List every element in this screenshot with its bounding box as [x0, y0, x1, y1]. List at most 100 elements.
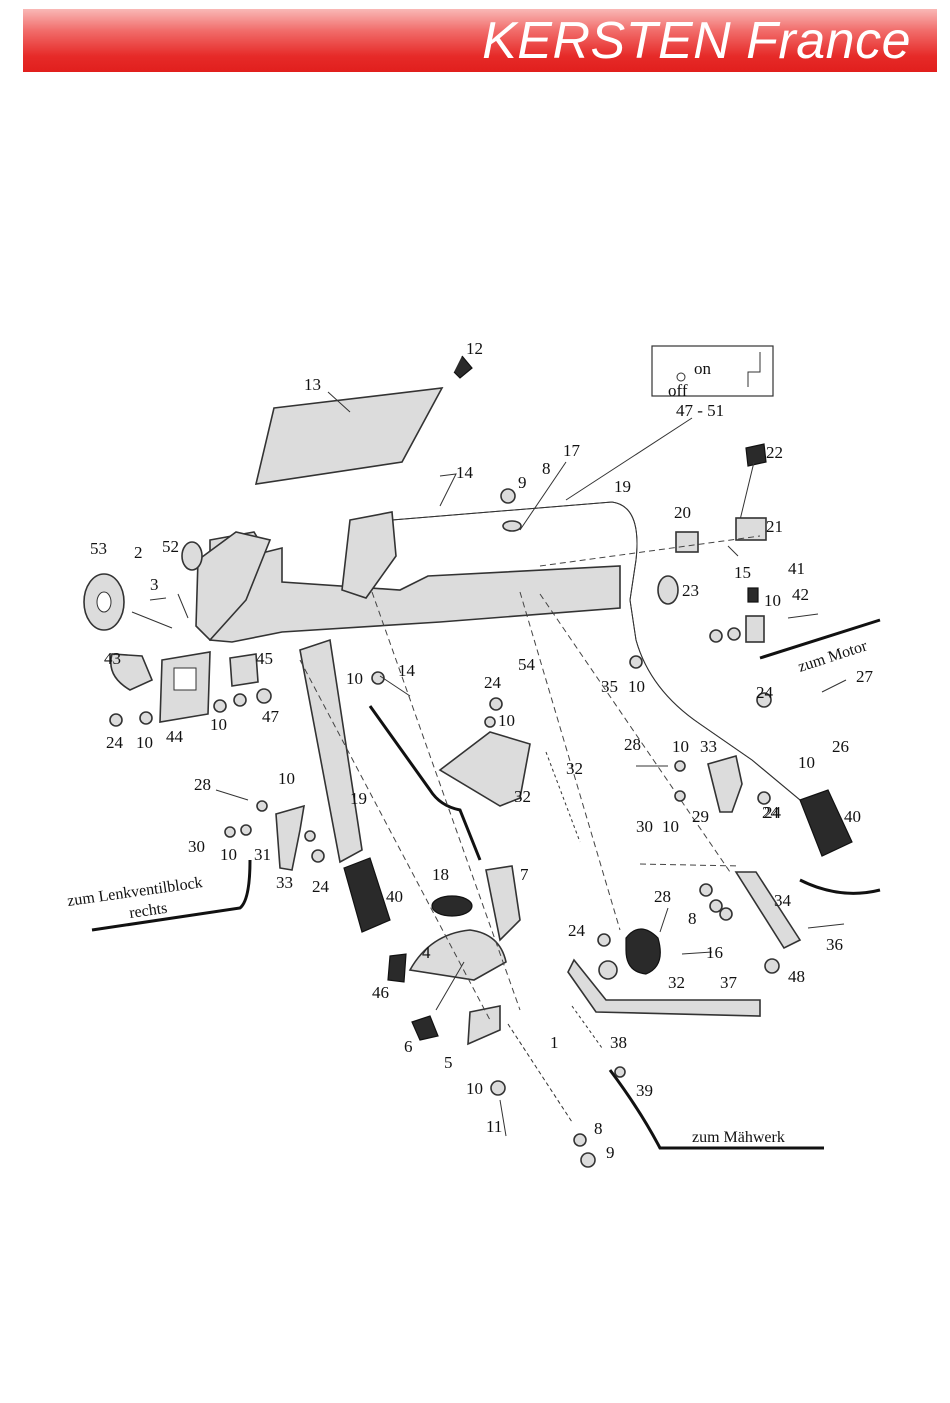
part-number-37: 37	[720, 973, 738, 992]
part-number-30: 30	[636, 817, 653, 836]
left-tube	[299, 638, 363, 864]
switch-ref-label: 47 - 51	[676, 401, 724, 420]
part-21	[735, 517, 767, 541]
part-number-44: 44	[166, 727, 184, 746]
clamp-32	[625, 928, 661, 975]
part-number-24: 24	[764, 803, 782, 822]
part-number-32: 32	[566, 759, 583, 778]
part-number-24: 24	[762, 803, 780, 822]
part-number-17: 17	[563, 441, 581, 460]
right-grip	[799, 789, 853, 857]
part-number-10: 10	[498, 711, 515, 730]
nut-24f	[757, 791, 771, 805]
part-number-10: 10	[136, 733, 153, 752]
nut-24g	[597, 933, 611, 947]
spring-1	[507, 1023, 573, 1123]
header-banner: KERSTEN France	[23, 9, 937, 72]
brand-title: KERSTEN France	[482, 12, 911, 70]
part-number-38: 38	[610, 1033, 627, 1052]
bushing-52	[181, 541, 203, 571]
part-number-36: 36	[826, 935, 843, 954]
bolt-11	[499, 1099, 507, 1137]
part-number-22: 22	[766, 443, 783, 462]
part-number-10: 10	[220, 845, 237, 864]
part-number-47: 47	[262, 707, 280, 726]
ring-39	[614, 1066, 626, 1078]
switch-box	[651, 345, 774, 397]
nut-24e	[311, 849, 325, 863]
part-number-10: 10	[662, 817, 679, 836]
knob-41	[747, 587, 759, 603]
part-number-46: 46	[372, 983, 389, 1002]
part-number-9: 9	[606, 1143, 615, 1162]
part-number-54: 54	[518, 655, 536, 674]
assembly-line-4	[299, 659, 491, 1021]
part-number-11: 11	[486, 1117, 502, 1136]
leader-53	[131, 611, 173, 629]
nut-24d	[756, 692, 772, 708]
part-number-32: 32	[668, 973, 685, 992]
frame-bracket-left	[195, 531, 272, 642]
part-number-19: 19	[350, 789, 367, 808]
part-number-10: 10	[210, 715, 227, 734]
nut-24c	[489, 697, 503, 711]
washer-10g	[484, 716, 496, 728]
leader-13	[327, 391, 351, 413]
plug-43	[110, 653, 154, 691]
knob-6	[411, 1015, 439, 1041]
part-number-7: 7	[520, 865, 529, 884]
washer-10k	[304, 830, 316, 842]
part-number-42: 42	[792, 585, 809, 604]
washer-10f	[213, 699, 227, 713]
seat-plate	[254, 387, 444, 485]
part-number-10: 10	[466, 1079, 483, 1098]
part-number-40: 40	[844, 807, 861, 826]
washer-10e	[139, 711, 153, 725]
part-number-10: 10	[346, 669, 363, 688]
washer-10h	[674, 760, 686, 772]
washer-10j	[224, 826, 236, 838]
part-number-41: 41	[788, 559, 805, 578]
pulley-53-hole	[96, 591, 112, 613]
part-number-14: 14	[456, 463, 474, 482]
part-number-35: 35	[601, 677, 618, 696]
part-number-1: 1	[550, 1033, 559, 1052]
part-number-53: 53	[90, 539, 107, 558]
bracket-plate-54	[438, 731, 531, 807]
bushing-18	[431, 895, 473, 917]
bolt-28b	[215, 789, 249, 801]
part-number-3: 3	[150, 575, 159, 594]
nut-9	[500, 488, 516, 504]
washer-10a	[709, 629, 723, 643]
part-number-30: 30	[188, 837, 205, 856]
part-number-32: 32	[514, 787, 531, 806]
handle-tube-outline	[391, 501, 813, 817]
switch-on-label: on	[694, 359, 712, 378]
leader-47-51	[565, 417, 693, 501]
assembly-line-3	[539, 593, 731, 873]
part-number-45: 45	[256, 649, 273, 668]
part-45	[229, 653, 259, 687]
part-number-28: 28	[194, 775, 211, 794]
cable-motor	[759, 618, 881, 660]
part-number-29: 29	[692, 807, 709, 826]
part-number-28: 28	[624, 735, 641, 754]
part-number-52: 52	[162, 537, 179, 556]
washer-8a	[699, 883, 713, 897]
pedal-lever-4	[408, 929, 507, 981]
bolt-42	[787, 613, 819, 619]
part-number-10: 10	[672, 737, 689, 756]
washer-8d	[573, 1133, 587, 1147]
washer-10d	[371, 671, 385, 685]
hardware-group	[109, 473, 847, 1168]
part-number-16: 16	[706, 943, 723, 962]
part-number-9: 9	[518, 473, 527, 492]
lever-33-left	[275, 804, 305, 871]
part-20	[675, 531, 699, 553]
left-grip	[343, 857, 391, 933]
cable-right	[799, 878, 881, 895]
bar-37	[567, 958, 761, 1017]
washer-10b	[727, 627, 741, 641]
part-number-34: 34	[774, 891, 792, 910]
